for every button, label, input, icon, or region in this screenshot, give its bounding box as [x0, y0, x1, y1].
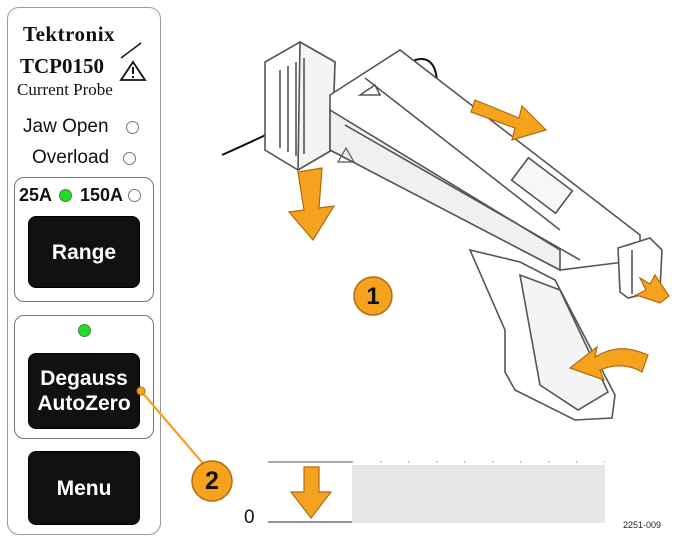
- arrow-icon: [289, 466, 333, 519]
- jaw-open-label: Jaw Open: [23, 116, 109, 137]
- degauss-line1: Degauss: [40, 367, 128, 390]
- callout-1-number: 1: [366, 283, 380, 310]
- degauss-led: [78, 324, 91, 337]
- callout-2-number: 2: [205, 467, 219, 495]
- brand-logo: Tektronix: [23, 22, 116, 46]
- overload-label: Overload: [32, 147, 110, 168]
- range-button[interactable]: Range: [28, 216, 140, 288]
- callout-2-pointer: [136, 386, 146, 396]
- arrow-icon: [634, 273, 670, 304]
- range-150a-label: 150A: [80, 185, 124, 205]
- range-25a-label: 25A: [19, 185, 53, 205]
- callout-2: [191, 460, 233, 502]
- display-trace: [268, 461, 605, 523]
- figure-id: 2251-009: [623, 520, 662, 530]
- callout-1: [353, 276, 393, 316]
- degauss-autozero-button[interactable]: Degauss AutoZero: [28, 353, 140, 429]
- baseline-zero-label: 0: [244, 507, 255, 528]
- probe-jaw: [264, 40, 336, 172]
- body-warning-icon: [336, 146, 356, 163]
- range-150a-led: [128, 189, 141, 202]
- overload-led: [123, 152, 136, 165]
- range-25a-led: [59, 189, 72, 202]
- degauss-line2: AutoZero: [37, 392, 131, 415]
- probe-model: TCP0150: [20, 54, 104, 78]
- probe-handle: [468, 248, 616, 421]
- jaw-open-led: [126, 121, 139, 134]
- menu-button[interactable]: Menu: [28, 451, 140, 525]
- direction-arrows: [287, 99, 670, 382]
- probe-body: [329, 49, 641, 272]
- probe-subtitle: Current Probe: [17, 80, 113, 99]
- arrow-icon: [568, 345, 649, 382]
- callout-2-leader: [140, 390, 207, 468]
- arrow-icon: [287, 167, 336, 242]
- arrow-icon: [470, 99, 548, 141]
